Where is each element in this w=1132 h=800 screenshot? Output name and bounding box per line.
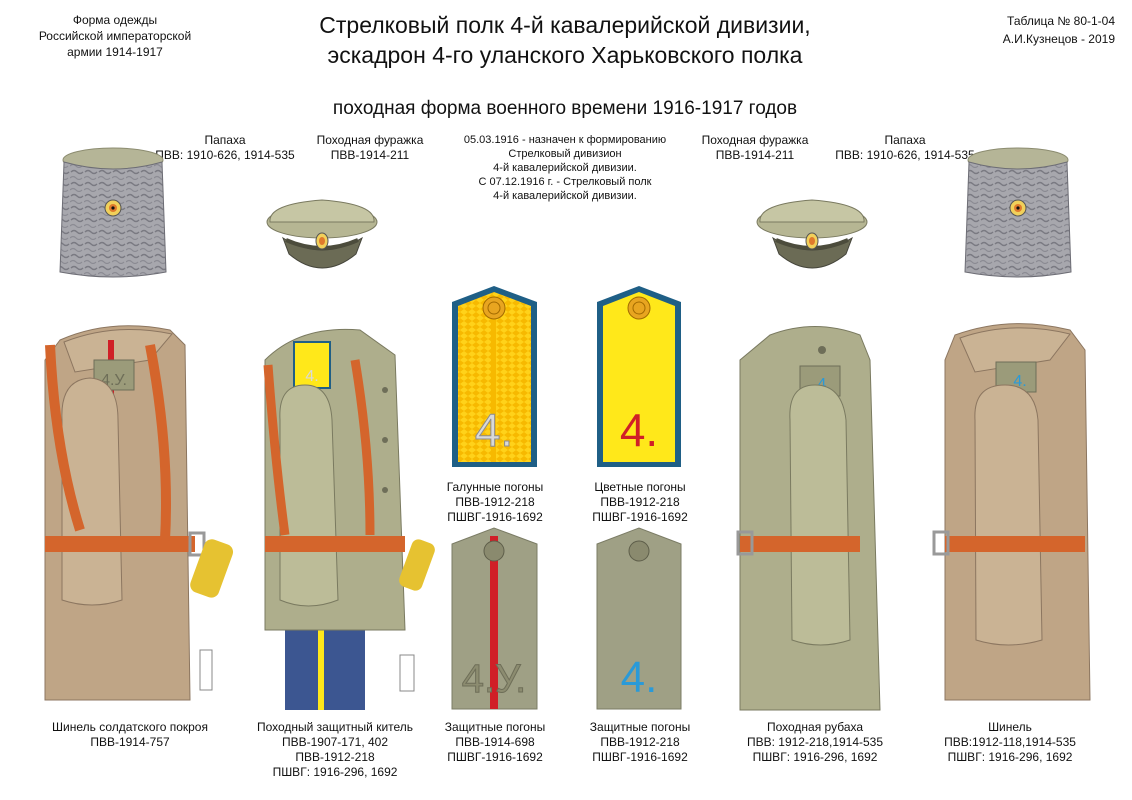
table-number: Таблица № 80-1-04 (1007, 14, 1115, 28)
caption-line: ПВВ:1912-118,1914-535 (944, 735, 1076, 749)
cockade-icon (1009, 199, 1027, 217)
caption-color-boards: Цветные погоны ПВВ-1912-218 ПШВГ-1916-16… (565, 480, 715, 525)
caption-cap-left: Походная фуражка ПВВ-1914-211 (290, 133, 450, 163)
caption-cap-right: Походная фуражка ПВВ-1914-211 (675, 133, 835, 163)
note-line: 4-й кавалерийской дивизии. (493, 190, 637, 202)
caption-line: ПШВГ: 1916-296, 1692 (272, 765, 398, 779)
caption-line: Походная рубаха (766, 720, 864, 734)
caption-line: ПШВГ-1916-1692 (447, 750, 543, 764)
board-number: 4. (621, 653, 658, 702)
kitel-figure: 4. (263, 328, 435, 710)
caption-line: ПШВГ: 1916-296, 1692 (947, 750, 1073, 764)
note-line: С 07.12.1916 г. - Стрелковый полк (478, 176, 652, 188)
rubakha-figure: 4. (736, 326, 881, 711)
caption-line: ПШВГ-1916-1692 (592, 510, 688, 524)
caption-rubakha: Походная рубаха ПВВ: 1912-218,1914-535 П… (720, 720, 910, 765)
series-line: Российской императорской (38, 29, 192, 43)
field-cap-right (756, 199, 868, 269)
caption-line: ПВВ-1914-211 (330, 148, 410, 162)
title-line: эскадрон 4-го уланского Харьковского пол… (327, 42, 803, 68)
shoulder-board-color: 4. (597, 286, 681, 467)
button-icon (483, 540, 505, 562)
caption-line: ПШВГ: 1916-296, 1692 (752, 750, 878, 764)
greatcoat-left-figure: 4.У. (44, 325, 234, 701)
caption-line: ПШВГ-1916-1692 (447, 510, 543, 524)
unit-history-note: 05.03.1916 - назначен к формированию Стр… (415, 133, 715, 203)
caption-kitel: Походный защитный китель ПВВ-1907-171, 4… (235, 720, 435, 780)
greatcoat-right-figure: 4. (932, 323, 1091, 701)
caption-galun-boards: Галунные погоны ПВВ-1912-218 ПШВГ-1916-1… (420, 480, 570, 525)
caption-line: ПВВ-1912-218 (295, 750, 375, 764)
shoulder-board-khaki-right: 4. (596, 527, 682, 710)
caption-line: ПВВ: 1912-218,1914-535 (746, 735, 884, 749)
shoulder-board-galun: 4. (452, 286, 537, 467)
page-subtitle: походная форма военного времени 1916-191… (332, 98, 798, 119)
series-line: армии 1914-1917 (67, 45, 163, 59)
caption-papakha-left: Папаха ПВВ: 1910-626, 1914-535 (130, 133, 320, 163)
caption-khaki-boards-right: Защитные погоны ПВВ-1912-218 ПШВГ-1916-1… (565, 720, 715, 765)
shoulder-board-khaki-left: 4.У. (451, 527, 538, 710)
author: А.И.Кузнецов - 2019 (1002, 32, 1115, 46)
board-number: 4. (475, 404, 513, 456)
caption-line: Шинель (988, 720, 1032, 734)
caption-line: Походная фуражка (316, 133, 424, 147)
caption-line: Галунные погоны (446, 480, 544, 494)
board-text: 4.У. (462, 657, 527, 701)
caption-papakha-right: Папаха ПВВ: 1910-626, 1914-535 (810, 133, 1000, 163)
field-cap-left (266, 199, 378, 269)
caption-line: Цветные погоны (594, 480, 686, 494)
caption-line: ПВВ: 1910-626, 1914-535 (835, 148, 975, 162)
caption-greatcoat-right: Шинель ПВВ:1912-118,1914-535 ПШВГ: 1916-… (915, 720, 1105, 765)
series-label: Форма одежды Российской императорской ар… (20, 12, 210, 60)
caption-line: Папаха (204, 133, 246, 147)
note-line: Стрелковый дивизион (508, 148, 622, 160)
page-title: Стрелковый полк 4-й кавалерийской дивизи… (230, 10, 900, 70)
cockade-icon (805, 232, 819, 250)
button-icon (628, 540, 650, 562)
caption-line: ПВВ-1912-218 (600, 495, 680, 509)
caption-line: Папаха (884, 133, 926, 147)
note-line: 05.03.1916 - назначен к формированию (463, 134, 667, 146)
cockade-icon (104, 199, 122, 217)
caption-line: ПВВ-1912-218 (455, 495, 535, 509)
button-icon (627, 296, 651, 320)
caption-greatcoat-left: Шинель солдатского покроя ПВВ-1914-757 (30, 720, 230, 750)
cockade-icon (315, 232, 329, 250)
table-info: Таблица № 80-1-04 А.И.Кузнецов - 2019 (955, 12, 1115, 48)
caption-line: ПВВ: 1910-626, 1914-535 (155, 148, 295, 162)
shoulder-mark: 4. (1013, 373, 1026, 390)
series-line: Форма одежды (72, 13, 158, 27)
caption-line: Защитные погоны (444, 720, 546, 734)
caption-line: ПВВ-1914-757 (90, 735, 170, 749)
shoulder-mark: 4. (305, 368, 318, 385)
caption-line: ПВВ-1914-698 (455, 735, 535, 749)
caption-line: Походная фуражка (701, 133, 809, 147)
caption-khaki-boards-left: Защитные погоны ПВВ-1914-698 ПШВГ-1916-1… (420, 720, 570, 765)
caption-line: ПВВ-1907-171, 402 (281, 735, 389, 749)
caption-line: Шинель солдатского покроя (52, 720, 208, 734)
papakha-left (59, 147, 167, 278)
papakha-right (964, 147, 1072, 278)
button-icon (482, 296, 506, 320)
board-number: 4. (620, 404, 658, 456)
caption-line: Походный защитный китель (256, 720, 414, 734)
caption-line: ПВВ-1912-218 (600, 735, 680, 749)
note-line: 4-й кавалерийской дивизии. (493, 162, 637, 174)
caption-line: ПШВГ-1916-1692 (592, 750, 688, 764)
title-line: Стрелковый полк 4-й кавалерийской дивизи… (319, 12, 811, 38)
caption-line: Защитные погоны (589, 720, 691, 734)
caption-line: ПВВ-1914-211 (715, 148, 795, 162)
